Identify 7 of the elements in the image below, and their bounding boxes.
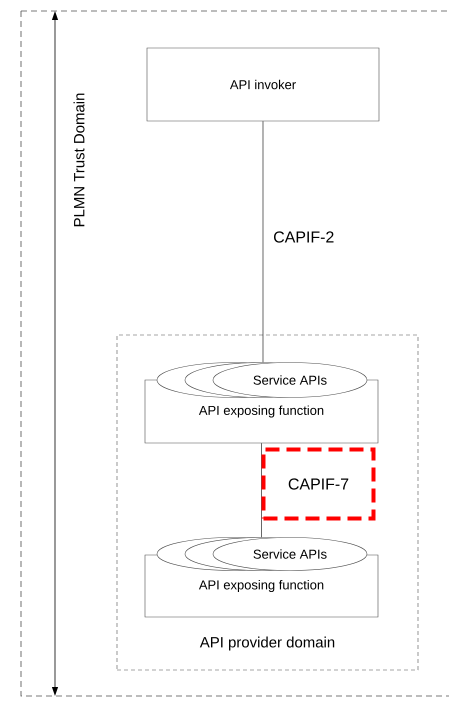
edge-label: CAPIF-7 <box>262 448 376 520</box>
service-api-ellipses: Service APIs <box>156 537 368 571</box>
function-box: API invoker <box>146 48 380 122</box>
connector-line <box>262 121 264 362</box>
service-api-ellipses: Service APIs <box>156 362 368 398</box>
connector-line <box>261 443 262 538</box>
edge-label: CAPIF-2 <box>272 230 336 244</box>
